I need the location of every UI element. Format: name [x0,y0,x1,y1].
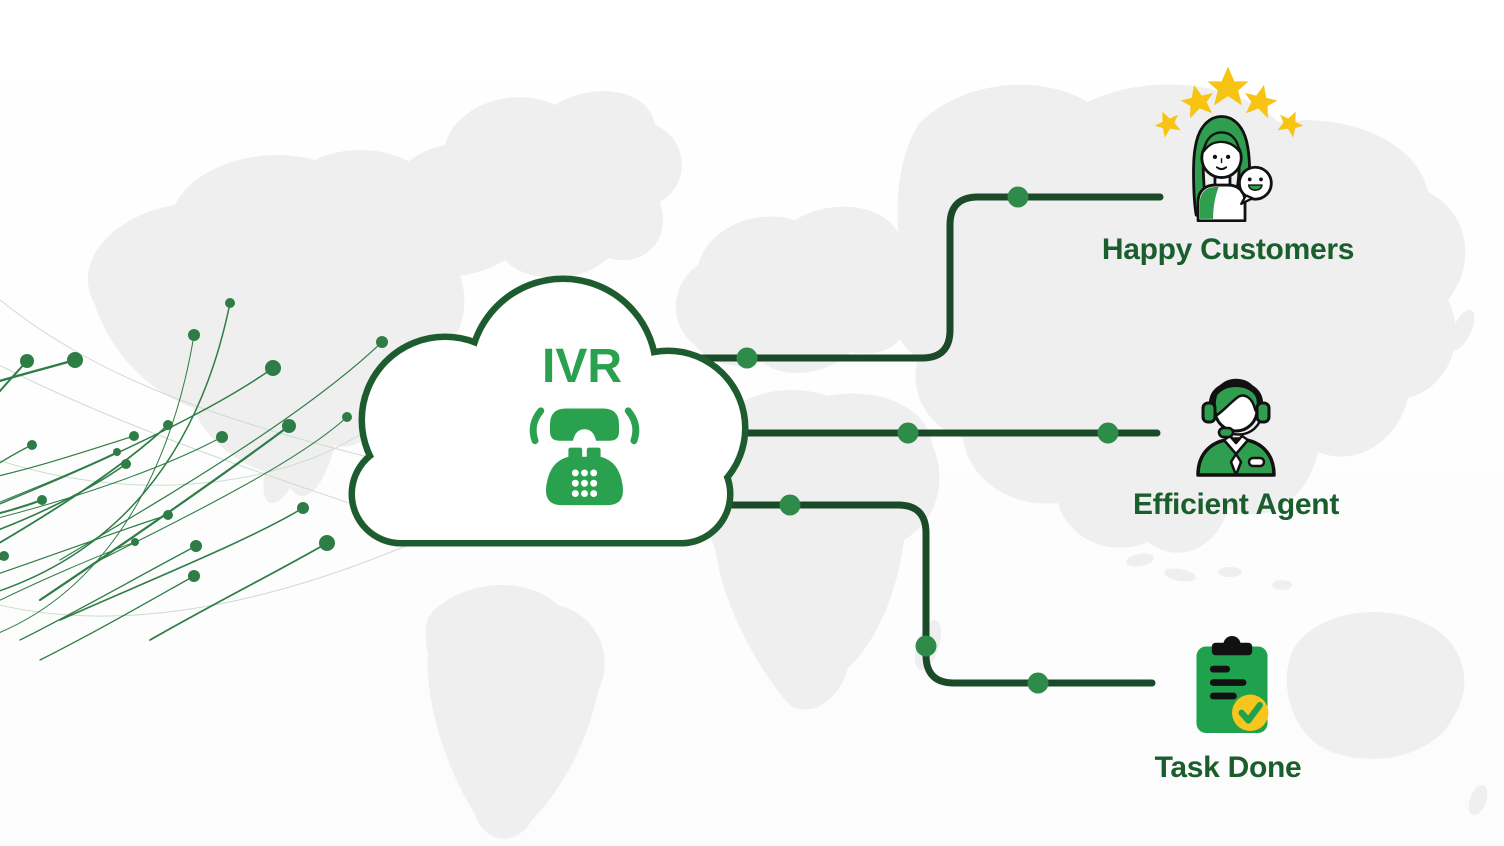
map-uk [678,282,698,310]
map-australia [1286,611,1465,759]
happy-customer-icon [1192,115,1273,222]
support-agent-icon [1196,378,1276,477]
map-japan [1449,309,1475,351]
map-south-america [425,585,605,839]
node-label-efficient-agent: Efficient Agent [1132,488,1340,521]
telephone-icon [529,407,640,506]
clipboard-check-icon [1196,636,1269,733]
connector-happy-customers [651,193,1164,362]
connector-task-done [696,501,1156,687]
node-label-happy-customers: Happy Customers [1101,233,1355,266]
node-label-task-done: Task Done [1154,751,1302,784]
check-icon [1238,702,1263,724]
connector-dots [736,186,1119,694]
map-africa [704,390,940,710]
map-europe [675,206,925,373]
cloud-label: IVR [542,340,622,393]
map-greenland [385,91,682,278]
